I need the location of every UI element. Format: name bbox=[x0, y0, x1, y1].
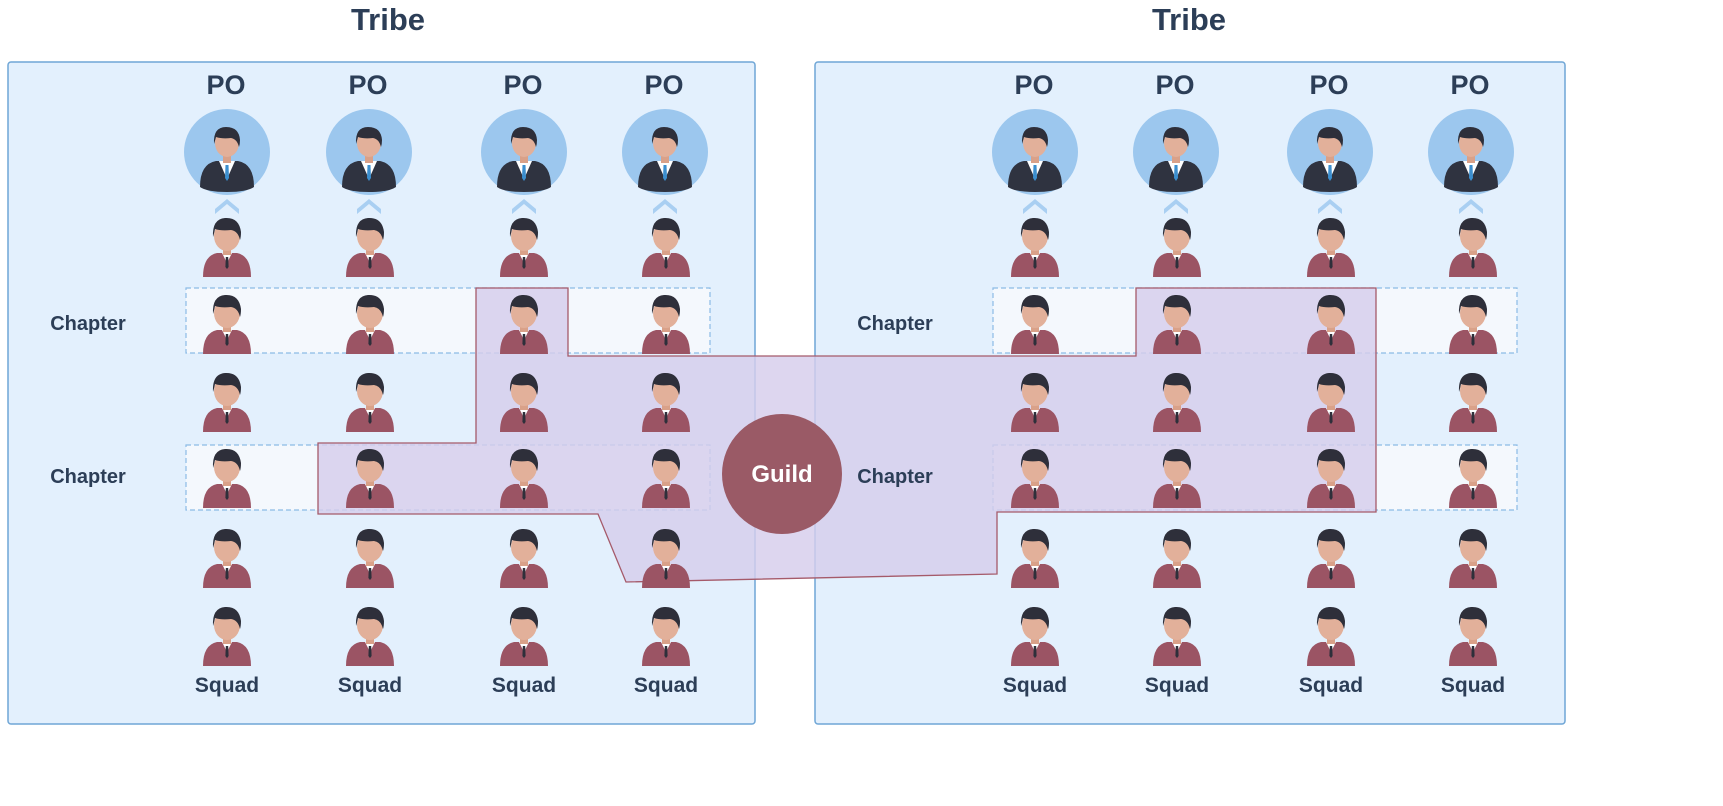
squad-label: Squad bbox=[634, 674, 698, 697]
businessman-icon bbox=[326, 109, 412, 195]
businessman-icon bbox=[1133, 109, 1219, 195]
po-label: PO bbox=[644, 70, 683, 100]
tribe-title-right: Tribe bbox=[1152, 2, 1226, 37]
businessman-icon bbox=[481, 109, 567, 195]
chapter-label: Chapter bbox=[857, 313, 933, 335]
guild-circle bbox=[722, 414, 842, 534]
guild-region bbox=[317, 287, 1377, 583]
businessman-icon bbox=[1428, 109, 1514, 195]
guild-label: Guild bbox=[751, 461, 812, 488]
squad-label: Squad bbox=[1441, 674, 1505, 697]
squad-label: Squad bbox=[492, 674, 556, 697]
po-label: PO bbox=[206, 70, 245, 100]
squad-label: Squad bbox=[1299, 674, 1363, 697]
po-label: PO bbox=[1014, 70, 1053, 100]
po-label: PO bbox=[1309, 70, 1348, 100]
businessman-icon bbox=[1287, 109, 1373, 195]
po-label: PO bbox=[1450, 70, 1489, 100]
squad-label: Squad bbox=[1003, 674, 1067, 697]
businessman-icon bbox=[992, 109, 1078, 195]
chapter-label: Chapter bbox=[50, 466, 126, 488]
po-label: PO bbox=[348, 70, 387, 100]
tribe-title-left: Tribe bbox=[351, 2, 425, 37]
squad-label: Squad bbox=[195, 674, 259, 697]
squad-label: Squad bbox=[1145, 674, 1209, 697]
squad-label: Squad bbox=[338, 674, 402, 697]
po-label: PO bbox=[1155, 70, 1194, 100]
businessman-icon bbox=[622, 109, 708, 195]
chapter-row bbox=[185, 287, 711, 354]
chapter-label: Chapter bbox=[857, 466, 933, 488]
businessman-icon bbox=[184, 109, 270, 195]
po-label: PO bbox=[503, 70, 542, 100]
chapter-label: Chapter bbox=[50, 313, 126, 335]
